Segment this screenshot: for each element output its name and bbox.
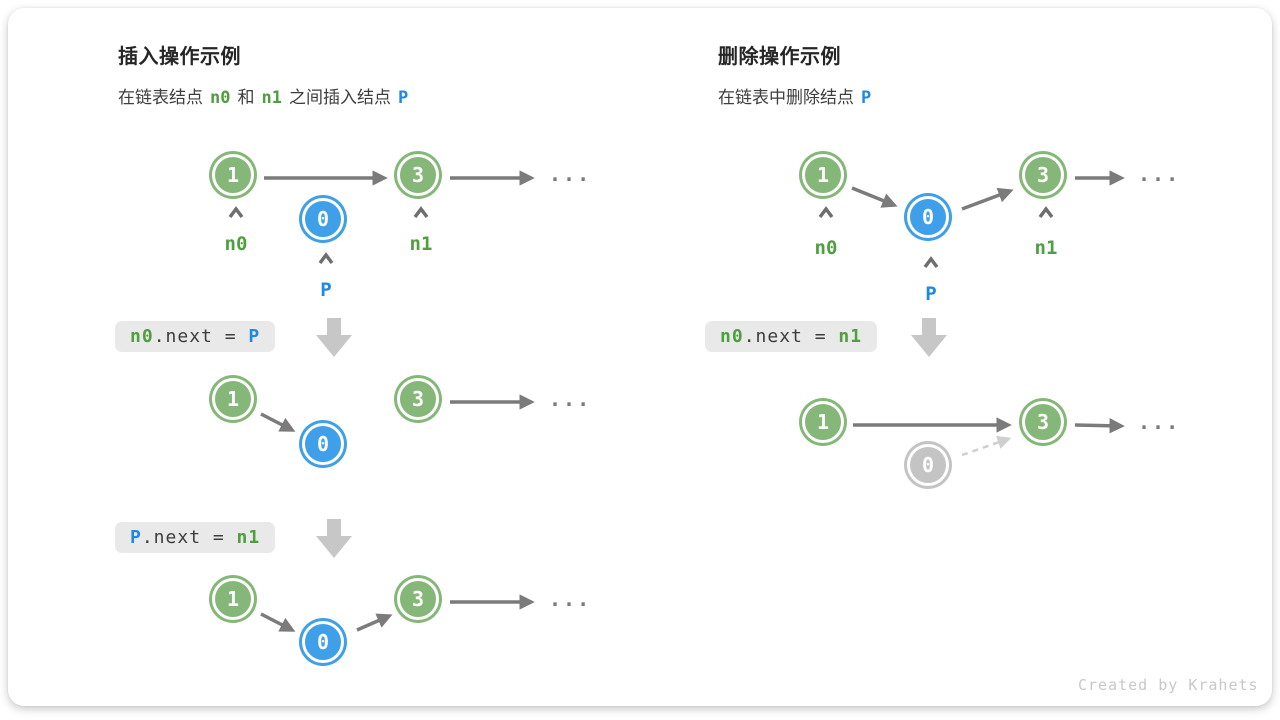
node-1: 1	[212, 154, 254, 196]
ellipsis-text: ...	[1138, 162, 1181, 186]
node-value: 3	[411, 587, 425, 611]
node-0-removed: 0	[907, 444, 949, 486]
insert-subtitle-n1: n1	[261, 88, 282, 108]
node-value: 3	[411, 163, 425, 187]
caret-up-icon	[923, 256, 939, 269]
insert-subtitle-text2: 和	[237, 88, 255, 107]
insert-title: 插入操作示例	[118, 46, 241, 68]
code-insert-2: P.next = n1	[115, 522, 276, 553]
ellipsis-text: ...	[549, 587, 592, 611]
node-3: 3	[1022, 154, 1064, 196]
node-value: 1	[226, 163, 240, 187]
node-0: 0	[302, 423, 344, 465]
node-3: 3	[397, 154, 439, 196]
down-arrow-icon	[316, 519, 352, 558]
pointer-label-p: P	[320, 279, 332, 301]
code-delete-1: n0.next = n1	[705, 321, 878, 352]
node-value: 0	[921, 205, 935, 229]
node-value: 1	[816, 163, 830, 187]
arrow-insert3-0to3	[356, 613, 393, 632]
code-insert-1: n0.next = P	[115, 321, 276, 352]
node-1: 1	[212, 378, 254, 420]
ellipsis-text: ...	[549, 387, 592, 411]
caret-up-icon	[228, 206, 244, 219]
pointer-label-p: P	[925, 283, 937, 305]
code-lhs: n0	[130, 326, 154, 347]
insert-subtitle: 在链表结点 n0 和 n1 之间插入结点 P	[118, 83, 408, 108]
node-3: 3	[397, 578, 439, 620]
node-value: 1	[226, 587, 240, 611]
node-1: 1	[802, 154, 844, 196]
caret-up-icon	[318, 252, 334, 265]
caret-up-icon	[413, 206, 429, 219]
node-3: 3	[1022, 401, 1064, 443]
code-mid: .next =	[153, 326, 249, 347]
code-rhs: n1	[236, 527, 261, 548]
down-arrow-icon	[316, 318, 352, 357]
node-value: 0	[316, 432, 330, 456]
node-value: 0	[921, 453, 935, 477]
caret-up-icon	[1038, 206, 1054, 219]
code-mid: .next =	[141, 527, 237, 548]
insert-subtitle-n0: n0	[210, 88, 231, 108]
arrow-delete2-3todots	[1074, 418, 1125, 434]
node-3: 3	[397, 378, 439, 420]
node-value: 0	[316, 207, 330, 231]
node-value: 0	[316, 630, 330, 654]
pointer-label-n0: n0	[224, 233, 248, 255]
code-lhs: P	[130, 527, 142, 548]
arrow-delete1-1to0	[851, 186, 898, 208]
node-value: 1	[816, 410, 830, 434]
node-value: 1	[226, 387, 240, 411]
delete-subtitle-text1: 在链表中删除结点	[718, 88, 854, 107]
pointer-label-n0: n0	[814, 237, 838, 259]
pointer-label-n1: n1	[1034, 237, 1058, 259]
arrow-delete1-0to3	[961, 187, 1014, 211]
code-lhs: n0	[720, 326, 744, 347]
insert-subtitle-text1: 在链表结点	[118, 88, 203, 107]
delete-subtitle: 在链表中删除结点 P	[718, 83, 871, 108]
caret-up-icon	[818, 206, 834, 219]
node-0: 0	[907, 196, 949, 238]
arrow-insert3-1to0	[260, 612, 296, 632]
down-arrow-icon	[911, 318, 947, 357]
arrow-insert2-1to0	[260, 412, 296, 432]
node-value: 3	[1036, 163, 1050, 187]
arrow-delete2-0to3-dashed	[961, 435, 1012, 457]
node-0: 0	[302, 198, 344, 240]
pointer-label-n1: n1	[409, 233, 433, 255]
footer-credit: Created by Krahets	[1078, 676, 1259, 694]
delete-title: 删除操作示例	[718, 46, 841, 68]
code-mid: .next =	[743, 326, 839, 347]
node-1: 1	[802, 401, 844, 443]
insert-subtitle-p: P	[397, 88, 409, 108]
node-1: 1	[212, 578, 254, 620]
ellipsis-text: ...	[549, 162, 592, 186]
code-rhs: n1	[838, 326, 863, 347]
node-value: 3	[411, 387, 425, 411]
ellipsis-text: ...	[1138, 410, 1181, 434]
delete-subtitle-p: P	[861, 88, 872, 108]
insert-subtitle-text3: 之间插入结点	[288, 88, 391, 107]
node-value: 3	[1036, 410, 1050, 434]
node-0: 0	[302, 621, 344, 663]
code-rhs: P	[248, 326, 261, 347]
